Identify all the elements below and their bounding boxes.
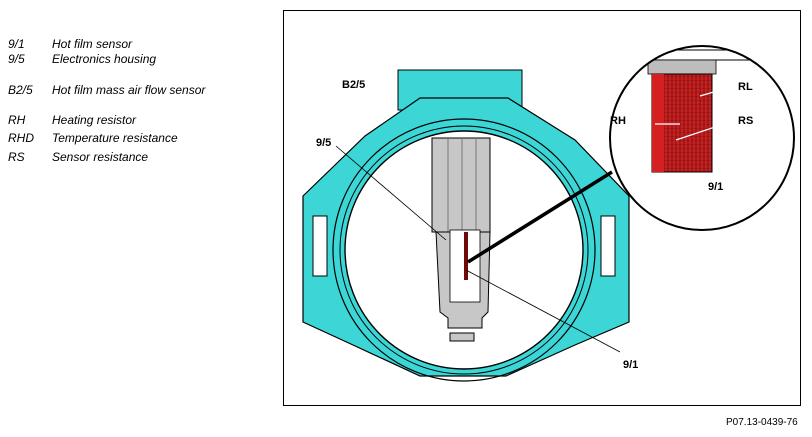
label-rl: RL [738, 81, 753, 93]
legend-desc: Hot film mass air flow sensor [52, 83, 206, 97]
housing-ring-outer [332, 118, 596, 382]
inset-film-mount [647, 59, 717, 75]
legend-code: B2/5 [8, 83, 33, 97]
legend-code: RH [8, 113, 26, 127]
leader-lines [335, 145, 621, 353]
leader-inset [467, 170, 613, 264]
legend-code: RS [8, 150, 25, 164]
legend-desc: Temperature resistance [52, 131, 178, 145]
legend-desc: Sensor resistance [52, 150, 149, 164]
hot-film-element [464, 232, 468, 280]
inset-top-edge [610, 49, 794, 61]
legend-desc: Heating resistor [52, 113, 137, 127]
electronics-housing [431, 137, 491, 342]
inset-magnifier [609, 45, 795, 231]
figure-id: P07.13-0439-76 [726, 417, 798, 428]
leader-9-5 [335, 145, 447, 241]
label-rh: RH [610, 115, 626, 127]
legend-desc: Electronics housing [52, 52, 157, 66]
legend-code: 9/5 [8, 52, 25, 66]
probe-tip [449, 332, 475, 342]
legend-code: 9/1 [8, 37, 25, 51]
legend-desc: Hot film sensor [52, 37, 133, 51]
leader-rl [699, 85, 735, 97]
mounting-slot-left [312, 215, 328, 277]
inset-content [610, 49, 794, 173]
legend-code: RHD [8, 131, 34, 145]
inset-border [609, 45, 795, 231]
leader-9-1 [465, 269, 621, 353]
leader-rs [675, 119, 737, 141]
housing-ring-mid [339, 125, 589, 375]
label-b2-5: B2/5 [342, 79, 365, 91]
diagram-labels: B2/5 9/5 9/1 RH RL RS 9/1 [316, 79, 753, 371]
electronics-housing-block [431, 137, 491, 233]
mounting-slot-right [600, 215, 616, 277]
label-inset-9-1: 9/1 [708, 181, 723, 193]
label-rs: RS [738, 115, 753, 127]
diagram-frame [283, 10, 801, 406]
heating-resistor-strip [652, 74, 664, 172]
label-9-5: 9/5 [316, 137, 331, 149]
label-9-1: 9/1 [623, 359, 638, 371]
